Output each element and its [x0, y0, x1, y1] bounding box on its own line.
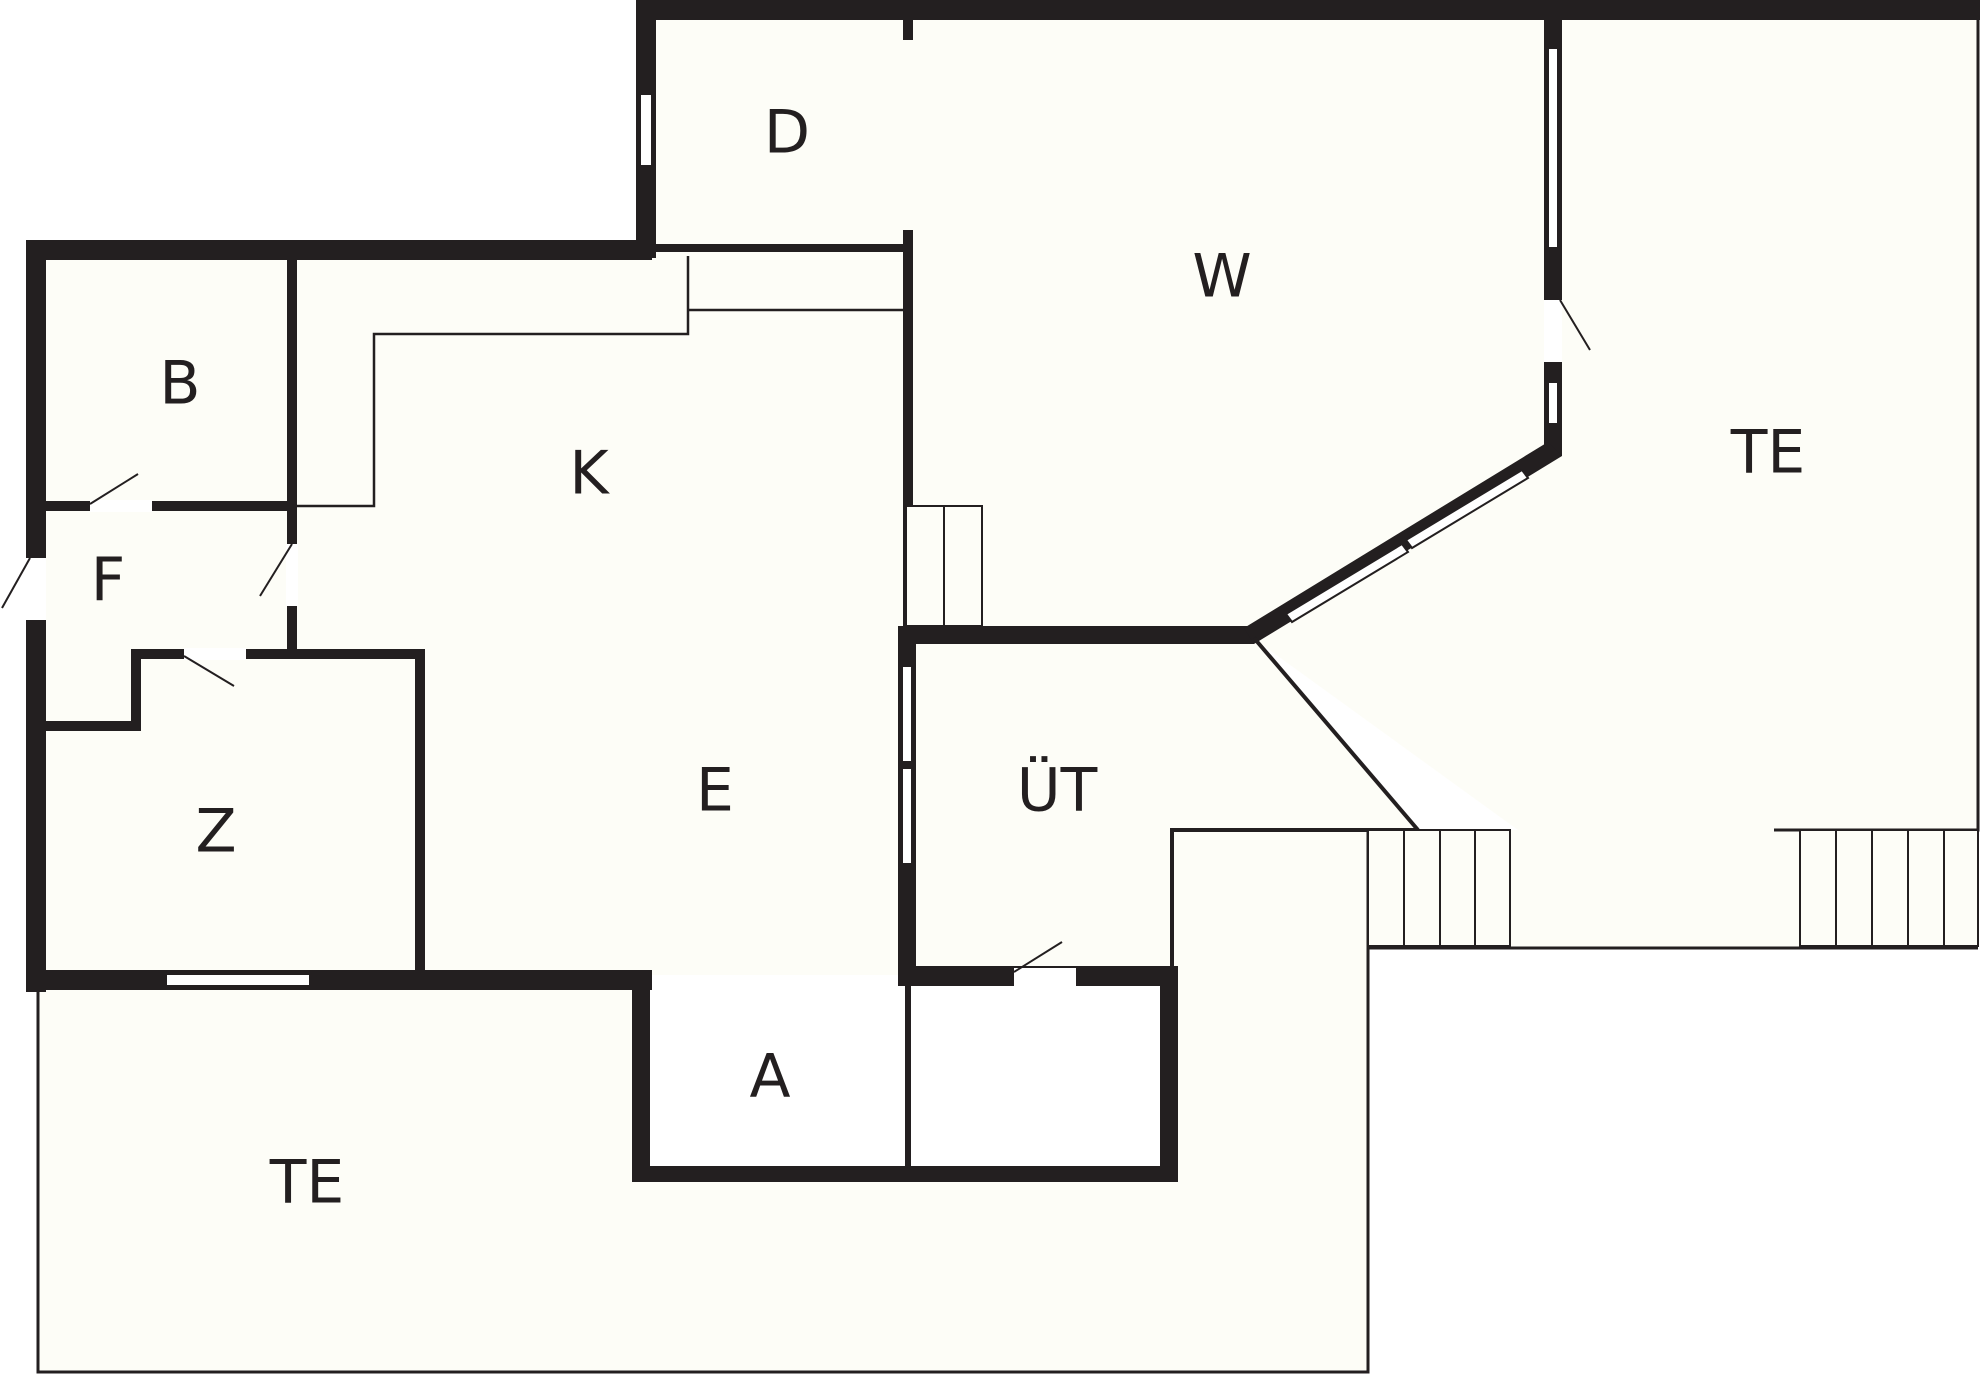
wall-ut-north	[898, 626, 1254, 644]
window-d-west	[639, 93, 653, 167]
room-label-te-east: TE	[1730, 418, 1806, 488]
room-label-k: K	[569, 439, 610, 509]
terrace-south-outline	[36, 830, 1370, 1374]
wall-d-top	[636, 0, 1980, 20]
stairs-k-w	[905, 505, 983, 627]
door-opening-f-k	[286, 544, 298, 606]
door-swing-b	[89, 473, 139, 505]
room-label-f: F	[91, 546, 126, 616]
floor-terrace-east	[1253, 8, 1978, 948]
stairs	[905, 505, 1979, 947]
floor-west-wing	[30, 245, 910, 975]
window-diagonal-1	[1284, 542, 1410, 624]
door-opening-ut	[1014, 968, 1076, 986]
door-opening-w-te	[1544, 300, 1562, 362]
window-w-east-lower	[1547, 381, 1559, 425]
room-label-ut: ÜT	[1017, 755, 1098, 826]
wall-a-east	[1160, 970, 1178, 1182]
room-label-d: D	[764, 98, 810, 168]
room-label-a: A	[749, 1042, 790, 1112]
room-labels: D W B K F TE E ÜT Z A TE	[91, 98, 1806, 1218]
windows	[165, 47, 1559, 987]
window-diagonal-2	[1404, 468, 1530, 550]
wall-a-west	[632, 970, 650, 1180]
wall-f-z	[40, 649, 425, 974]
door-opening-f-west	[26, 558, 46, 620]
room-label-te-south: TE	[269, 1148, 345, 1218]
doors	[1, 299, 1591, 986]
window-e-ut-1	[901, 665, 913, 763]
interior-walls	[36, 8, 1980, 1374]
door-swing-ut	[1013, 941, 1063, 973]
door-opening-z	[184, 648, 246, 660]
room-label-b: B	[159, 349, 200, 419]
counter-k	[292, 256, 690, 508]
room-label-z: Z	[195, 797, 236, 867]
wall-ut-east	[1170, 828, 1418, 975]
wall-north-west	[26, 240, 652, 260]
wall-south-west	[26, 970, 652, 990]
window-w-east-upper	[1547, 47, 1559, 249]
floor-areas	[30, 8, 1978, 1372]
door-opening-b	[90, 500, 152, 512]
wall-ut-ne	[1252, 636, 1420, 832]
wall-a-south	[632, 1166, 1178, 1182]
floor-d-w	[640, 8, 1555, 632]
window-e-ut-2	[901, 767, 913, 865]
room-label-e: E	[696, 756, 734, 826]
door-swing-f-west	[1, 557, 31, 609]
floor-ut	[910, 640, 1418, 975]
stairs-ut-terrace	[1367, 829, 1511, 947]
floor-terrace-south	[38, 830, 1368, 1372]
door-swing-w-te	[1559, 299, 1591, 351]
stairs-te-east	[1799, 829, 1979, 947]
door-swing-z	[183, 655, 235, 687]
door-swing-f-k	[259, 543, 293, 597]
room-label-w: W	[1192, 242, 1251, 312]
window-z-south	[165, 973, 311, 987]
